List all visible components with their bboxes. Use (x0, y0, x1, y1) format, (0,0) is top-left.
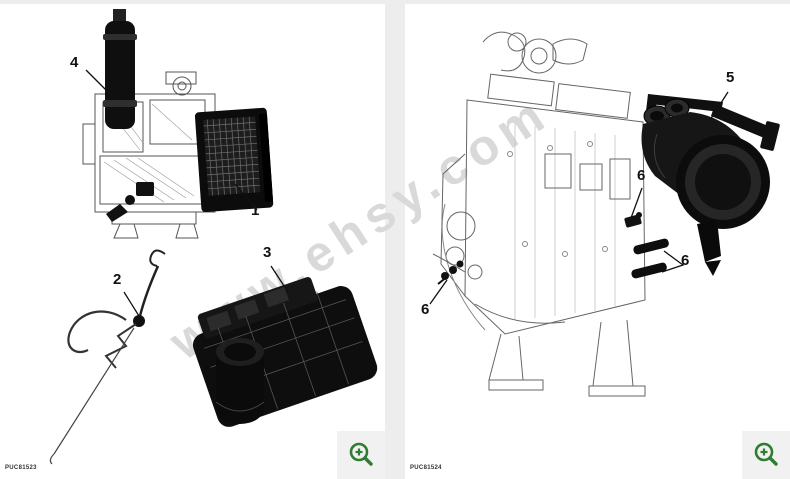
diagram-panel-left: 4 1 2 3 PUC81523 (0, 4, 385, 479)
dipstick-drawing (49, 249, 166, 465)
callout-3: 3 (263, 244, 272, 261)
figure-code: PUC81524 (410, 465, 442, 471)
callout-5: 5 (726, 69, 735, 86)
fittings (106, 182, 154, 222)
tank-drawing (192, 276, 378, 427)
callout-4: 4 (70, 54, 79, 71)
zoom-in-button[interactable] (337, 431, 385, 479)
right-diagram-drawing (429, 31, 780, 397)
callout-6a: 6 (637, 167, 646, 184)
callout-6c: 6 (421, 301, 430, 318)
engine-drawing (440, 31, 646, 397)
figure-code: PUC81523 (5, 465, 37, 471)
callout-2: 2 (113, 271, 122, 288)
magnifier-plus-icon (349, 442, 373, 466)
cooler-part (194, 107, 274, 213)
diagram-panel-right: 5 6 6 6 PUC81524 (405, 4, 790, 479)
callout-6b: 6 (681, 252, 690, 269)
sensor-left-part (432, 253, 466, 285)
plug-parts (631, 238, 669, 279)
leader-lines (429, 91, 729, 305)
zoom-in-button[interactable] (742, 431, 790, 479)
sensor-top-part (624, 212, 642, 228)
leader-lines (85, 69, 289, 325)
left-diagram-drawing (49, 9, 378, 465)
muffler-part (103, 9, 137, 129)
callout-1: 1 (251, 202, 260, 219)
air-cleaner-drawing (641, 94, 780, 276)
magnifier-plus-icon (754, 442, 778, 466)
